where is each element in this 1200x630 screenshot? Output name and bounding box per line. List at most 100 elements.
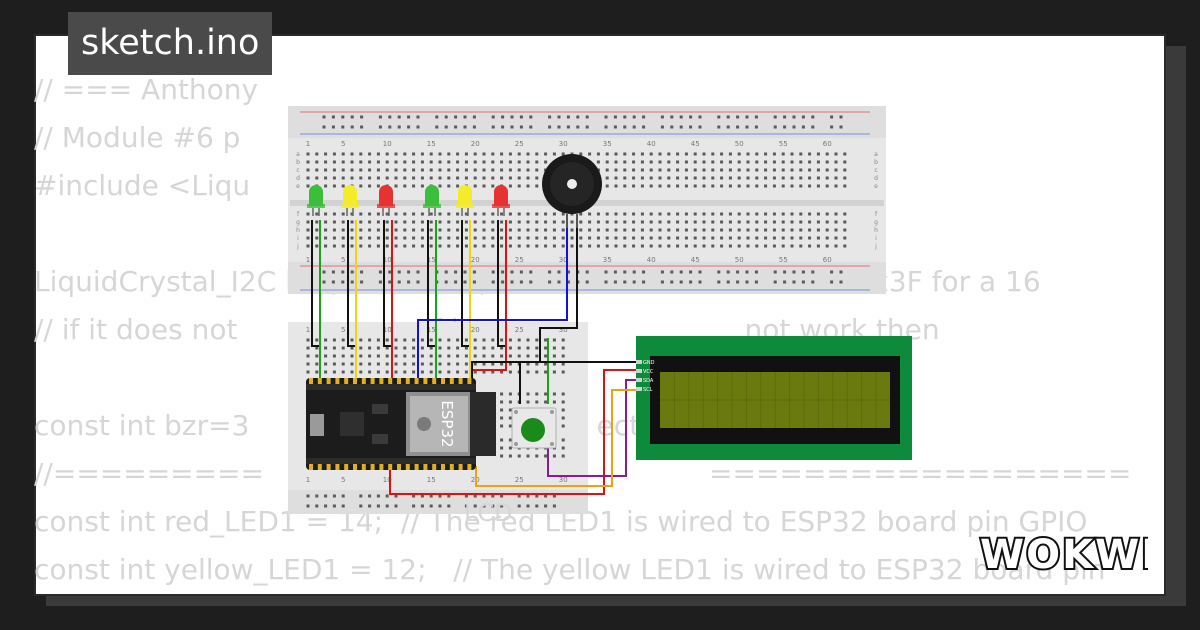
breadboard-hole — [368, 176, 372, 180]
rail-hole — [435, 115, 439, 119]
breadboard-hole — [676, 184, 680, 188]
breadboard-hole — [403, 236, 407, 240]
rail-hole — [585, 270, 589, 274]
breadboard-hole — [640, 152, 644, 156]
breadboard-column-label: 30 — [559, 140, 568, 148]
esp32-label: ESP32 — [438, 400, 456, 447]
rail-hole — [698, 115, 702, 119]
esp32-board[interactable]: ESP32 — [306, 378, 476, 470]
breadboard-hole — [790, 236, 794, 240]
mini-hole — [508, 424, 512, 428]
breadboard-hole — [808, 228, 812, 232]
breadboard-hole — [535, 168, 539, 172]
breadboard-hole — [640, 176, 644, 180]
breadboard-hole — [632, 152, 636, 156]
mini-rail-hole — [385, 504, 389, 508]
breadboard-hole — [649, 220, 653, 224]
esp32-pin — [379, 378, 384, 384]
rail-hole — [623, 280, 627, 284]
breadboard-hole — [456, 244, 460, 248]
breadboard-hole — [500, 152, 504, 156]
rail-hole — [839, 270, 843, 274]
breadboard-hole — [746, 176, 750, 180]
breadboard-hole — [412, 236, 416, 240]
breadboard-hole — [394, 212, 398, 216]
rail-hole — [745, 115, 749, 119]
rail-hole — [566, 280, 570, 284]
mini-hole — [429, 346, 433, 350]
breadboard-hole — [385, 228, 389, 232]
breadboard-hole — [588, 212, 592, 216]
breadboard-hole — [632, 160, 636, 164]
breadboard-hole — [359, 168, 363, 172]
esp32-pin — [335, 378, 340, 384]
breadboard-hole — [772, 228, 776, 232]
buzzer[interactable] — [542, 154, 602, 228]
mini-rail-hole — [420, 504, 424, 508]
esp32-pin — [397, 378, 401, 384]
breadboard-hole — [702, 176, 706, 180]
breadboard-column-labels: 1155101015152020252530303535404045455050… — [306, 140, 832, 264]
push-button[interactable] — [511, 407, 557, 449]
led-base — [341, 204, 359, 208]
mini-hole — [341, 370, 345, 374]
breadboard-hole — [456, 220, 460, 224]
mini-column-label: 15 — [427, 476, 436, 484]
breadboard-hole — [500, 220, 504, 224]
breadboard-hole — [526, 184, 530, 188]
breadboard-hole — [623, 212, 627, 216]
breadboard-hole — [306, 220, 310, 224]
breadboard-hole — [790, 212, 794, 216]
breadboard-hole — [684, 160, 688, 164]
rail-hole — [783, 270, 787, 274]
rail-hole — [670, 125, 674, 129]
mini-hole — [500, 370, 504, 374]
mini-hole — [324, 370, 328, 374]
mini-hole — [526, 354, 530, 358]
breadboard-column-label: 40 — [647, 140, 656, 148]
esp32-pin — [432, 464, 437, 470]
breadboard-hole — [799, 168, 803, 172]
mini-hole — [306, 362, 310, 366]
breadboard-hole — [517, 184, 521, 188]
breadboard-hole — [614, 236, 618, 240]
breadboard-hole — [429, 176, 433, 180]
file-tab[interactable]: sketch.ino — [68, 12, 273, 75]
breadboard-hole — [491, 160, 495, 164]
rail-hole — [510, 270, 514, 274]
breadboard-hole — [447, 168, 451, 172]
rail-hole — [407, 115, 411, 119]
mini-hole — [447, 346, 451, 350]
breadboard-top-rail — [288, 106, 886, 138]
mini-hole — [535, 338, 539, 342]
rail-hole — [736, 270, 740, 274]
rail-hole — [331, 125, 335, 129]
breadboard-hole — [491, 228, 495, 232]
led-base — [456, 204, 474, 208]
breadboard-column-label: 45 — [691, 140, 700, 148]
rail-hole — [773, 125, 777, 129]
breadboard-hole — [368, 152, 372, 156]
breadboard-hole — [482, 220, 486, 224]
breadboard-hole — [447, 236, 451, 240]
breadboard-hole — [438, 168, 442, 172]
breadboard-hole — [588, 244, 592, 248]
breadboard-hole — [429, 152, 433, 156]
rail-hole — [472, 115, 476, 119]
esp32-pin — [423, 464, 428, 470]
rail-hole — [679, 125, 683, 129]
mini-column-label: 25 — [515, 476, 524, 484]
mini-hole — [394, 362, 398, 366]
rail-hole — [783, 280, 787, 284]
breadboard-column-label: 55 — [779, 256, 788, 264]
mini-hole — [517, 346, 521, 350]
breadboard-hole — [843, 228, 847, 232]
rail-hole — [350, 115, 354, 119]
breadboard-hole — [640, 168, 644, 172]
rail-hole — [472, 270, 476, 274]
breadboard-hole — [324, 160, 328, 164]
breadboard-hole — [447, 184, 451, 188]
rail-hole — [322, 280, 326, 284]
breadboard-hole — [508, 212, 512, 216]
breadboard-hole — [596, 244, 600, 248]
